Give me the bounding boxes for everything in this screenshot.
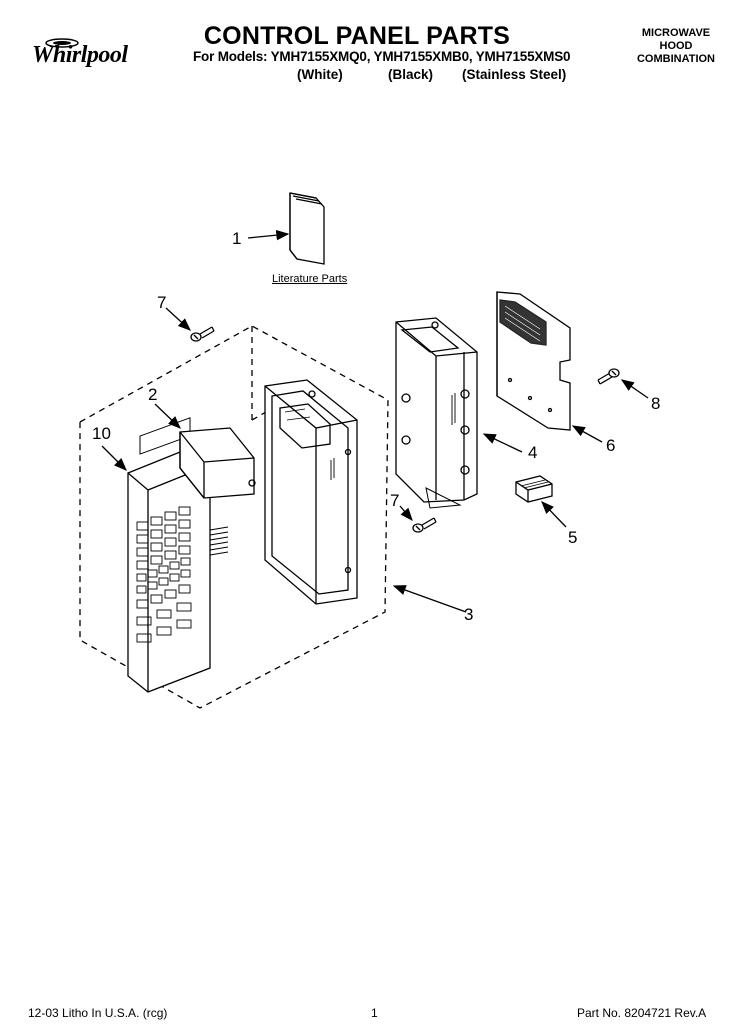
callout-1: 1 <box>232 229 242 248</box>
product-type-line3: COMBINATION <box>636 53 715 65</box>
clip-part <box>515 475 553 503</box>
callout-2: 2 <box>148 385 158 404</box>
screw-8 <box>597 368 620 385</box>
leader-line-7a <box>165 307 191 331</box>
product-type-line2: HOOD <box>659 40 693 52</box>
color-stainless-label: (Stainless Steel) <box>462 67 567 82</box>
display-window <box>179 427 256 499</box>
screw-7-lower <box>412 517 437 533</box>
control-panel-frame <box>264 379 358 605</box>
assembly-boundary-dashed <box>79 325 389 709</box>
color-white-label: (White) <box>297 67 343 82</box>
footer-part-number: Part No. 8204721 Rev.A <box>577 1006 707 1020</box>
callout-6: 6 <box>606 436 616 455</box>
leader-line-7b <box>399 505 413 521</box>
callout-5: 5 <box>568 528 578 547</box>
literature-booklet <box>289 192 325 265</box>
page-title: CONTROL PANEL PARTS <box>203 22 511 50</box>
leader-line-4 <box>482 433 523 453</box>
product-type-line1: MICROWAVE <box>641 27 711 39</box>
footer-litho: 12-03 Litho In U.S.A. (rcg) <box>28 1006 168 1020</box>
leader-line-6 <box>571 425 603 443</box>
models-line: For Models: YMH7155XMQ0, YMH7155XMB0, YM… <box>193 49 571 64</box>
screw-7-upper <box>190 326 215 342</box>
brand-name: Whirlpool <box>32 42 128 68</box>
callout-7-upper: 7 <box>157 293 167 312</box>
leader-line-5 <box>541 501 567 528</box>
leader-line-10 <box>101 445 127 471</box>
product-type: MICROWAVE HOOD COMBINATION <box>622 27 730 66</box>
control-board <box>496 291 571 431</box>
control-bracket <box>395 317 478 509</box>
whirlpool-logo: Whirlpool <box>22 34 154 76</box>
leader-line-3 <box>392 585 467 613</box>
keypad-buttons <box>136 506 192 643</box>
literature-parts-label: Literature Parts <box>272 273 348 285</box>
leader-line-1 <box>247 229 290 241</box>
callout-10: 10 <box>92 424 111 443</box>
leader-line-2 <box>154 403 181 429</box>
assembly-guide-dashed <box>251 326 267 421</box>
callout-8: 8 <box>651 394 661 413</box>
callout-7-lower: 7 <box>390 491 400 510</box>
callout-4: 4 <box>528 443 538 462</box>
leader-line-8 <box>620 379 649 399</box>
color-black-label: (Black) <box>388 67 434 82</box>
footer-page-number: 1 <box>371 1006 378 1020</box>
callout-3: 3 <box>464 605 474 624</box>
